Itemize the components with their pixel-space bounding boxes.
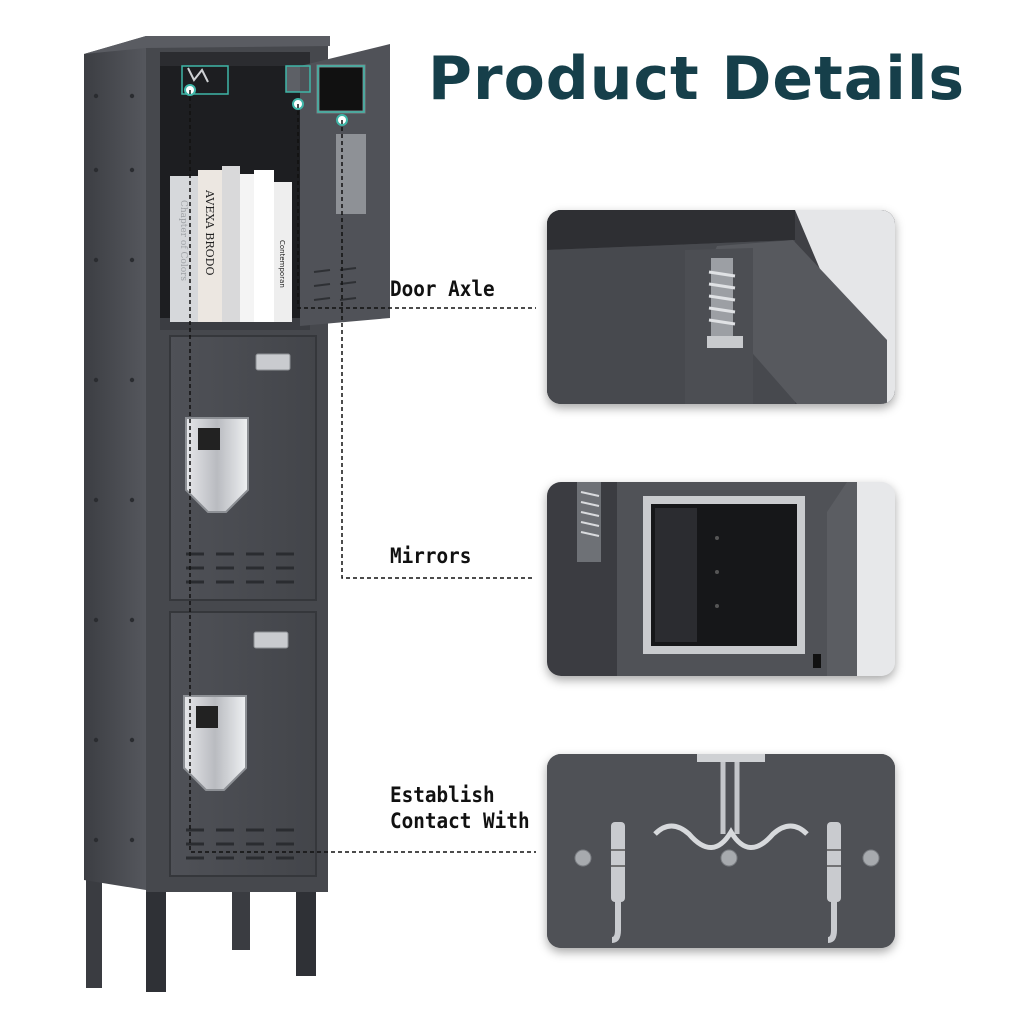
mirror-illustration: [547, 482, 895, 676]
hooks-detail-image: [547, 754, 895, 948]
locker-side-panel: [84, 36, 146, 890]
establish-line-2: Contact With: [390, 809, 530, 833]
book-spine-3: Contemporan: [278, 240, 286, 288]
door-axle-illustration: [547, 210, 895, 404]
mirror-detail-image: [547, 482, 895, 676]
open-door: [300, 44, 390, 326]
mirrors-label: Mirrors: [390, 544, 472, 568]
establish-contact-label: Establish Contact With: [390, 782, 530, 834]
door-axle-detail-image: [547, 210, 895, 404]
page-title: Product Details: [428, 44, 966, 114]
door-axle-label: Door Axle: [390, 277, 495, 301]
book-spine-1: Chapter of Colors: [178, 200, 188, 281]
establish-line-1: Establish: [390, 783, 495, 807]
book-spine-2: AVEXA BRODO: [203, 189, 216, 275]
middle-door: [169, 335, 317, 601]
open-compartment: Chapter of Colors AVEXA BRODO Contempora…: [160, 52, 310, 330]
side-rivets: [93, 93, 135, 843]
leader-lines: [189, 90, 536, 853]
hooks-illustration: [547, 754, 895, 948]
callout-markers: [181, 65, 365, 126]
bottom-door: [169, 611, 317, 877]
locker-legs: [86, 876, 316, 992]
